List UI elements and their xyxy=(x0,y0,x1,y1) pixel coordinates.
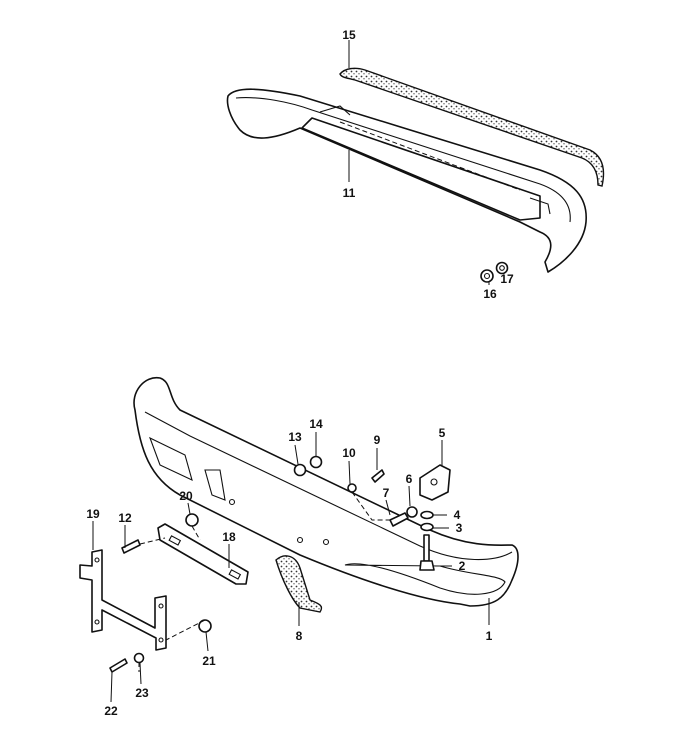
nut-16 xyxy=(480,269,494,283)
callout-21: 21 xyxy=(202,654,216,668)
callout-13: 13 xyxy=(288,430,302,444)
callout-16: 16 xyxy=(483,287,497,301)
callout-12: 12 xyxy=(118,511,132,525)
nut-17 xyxy=(495,261,509,275)
rear-bumper-strip xyxy=(339,67,605,187)
callout-10: 10 xyxy=(342,446,356,460)
callout-11: 11 xyxy=(343,186,356,200)
bracket-18 xyxy=(157,523,249,585)
callout-14: 14 xyxy=(309,417,323,431)
callout-19: 19 xyxy=(86,507,100,521)
callout-20: 20 xyxy=(179,489,193,503)
assembly-lines xyxy=(138,491,392,672)
callout-1: 1 xyxy=(486,629,493,643)
callout-23: 23 xyxy=(135,686,149,700)
callout-17: 17 xyxy=(500,272,514,286)
bumper-guard-8 xyxy=(275,555,323,613)
callout-15: 15 xyxy=(342,28,356,42)
callout-4: 4 xyxy=(454,508,461,522)
callout-22: 22 xyxy=(104,704,118,718)
callout-6: 6 xyxy=(406,472,413,486)
callout-9: 9 xyxy=(374,433,381,447)
front-bumper xyxy=(133,376,519,607)
callout-5: 5 xyxy=(439,426,446,440)
bracket-5 xyxy=(419,464,451,501)
license-plate-bracket-19 xyxy=(79,549,167,651)
callout-18: 18 xyxy=(222,530,236,544)
leader-lines xyxy=(92,40,490,703)
callout-3: 3 xyxy=(456,521,463,535)
rear-bumper xyxy=(226,88,587,273)
hardware xyxy=(109,455,435,673)
callout-2: 2 xyxy=(459,559,466,573)
callout-8: 8 xyxy=(296,629,303,643)
callout-7: 7 xyxy=(383,486,390,500)
